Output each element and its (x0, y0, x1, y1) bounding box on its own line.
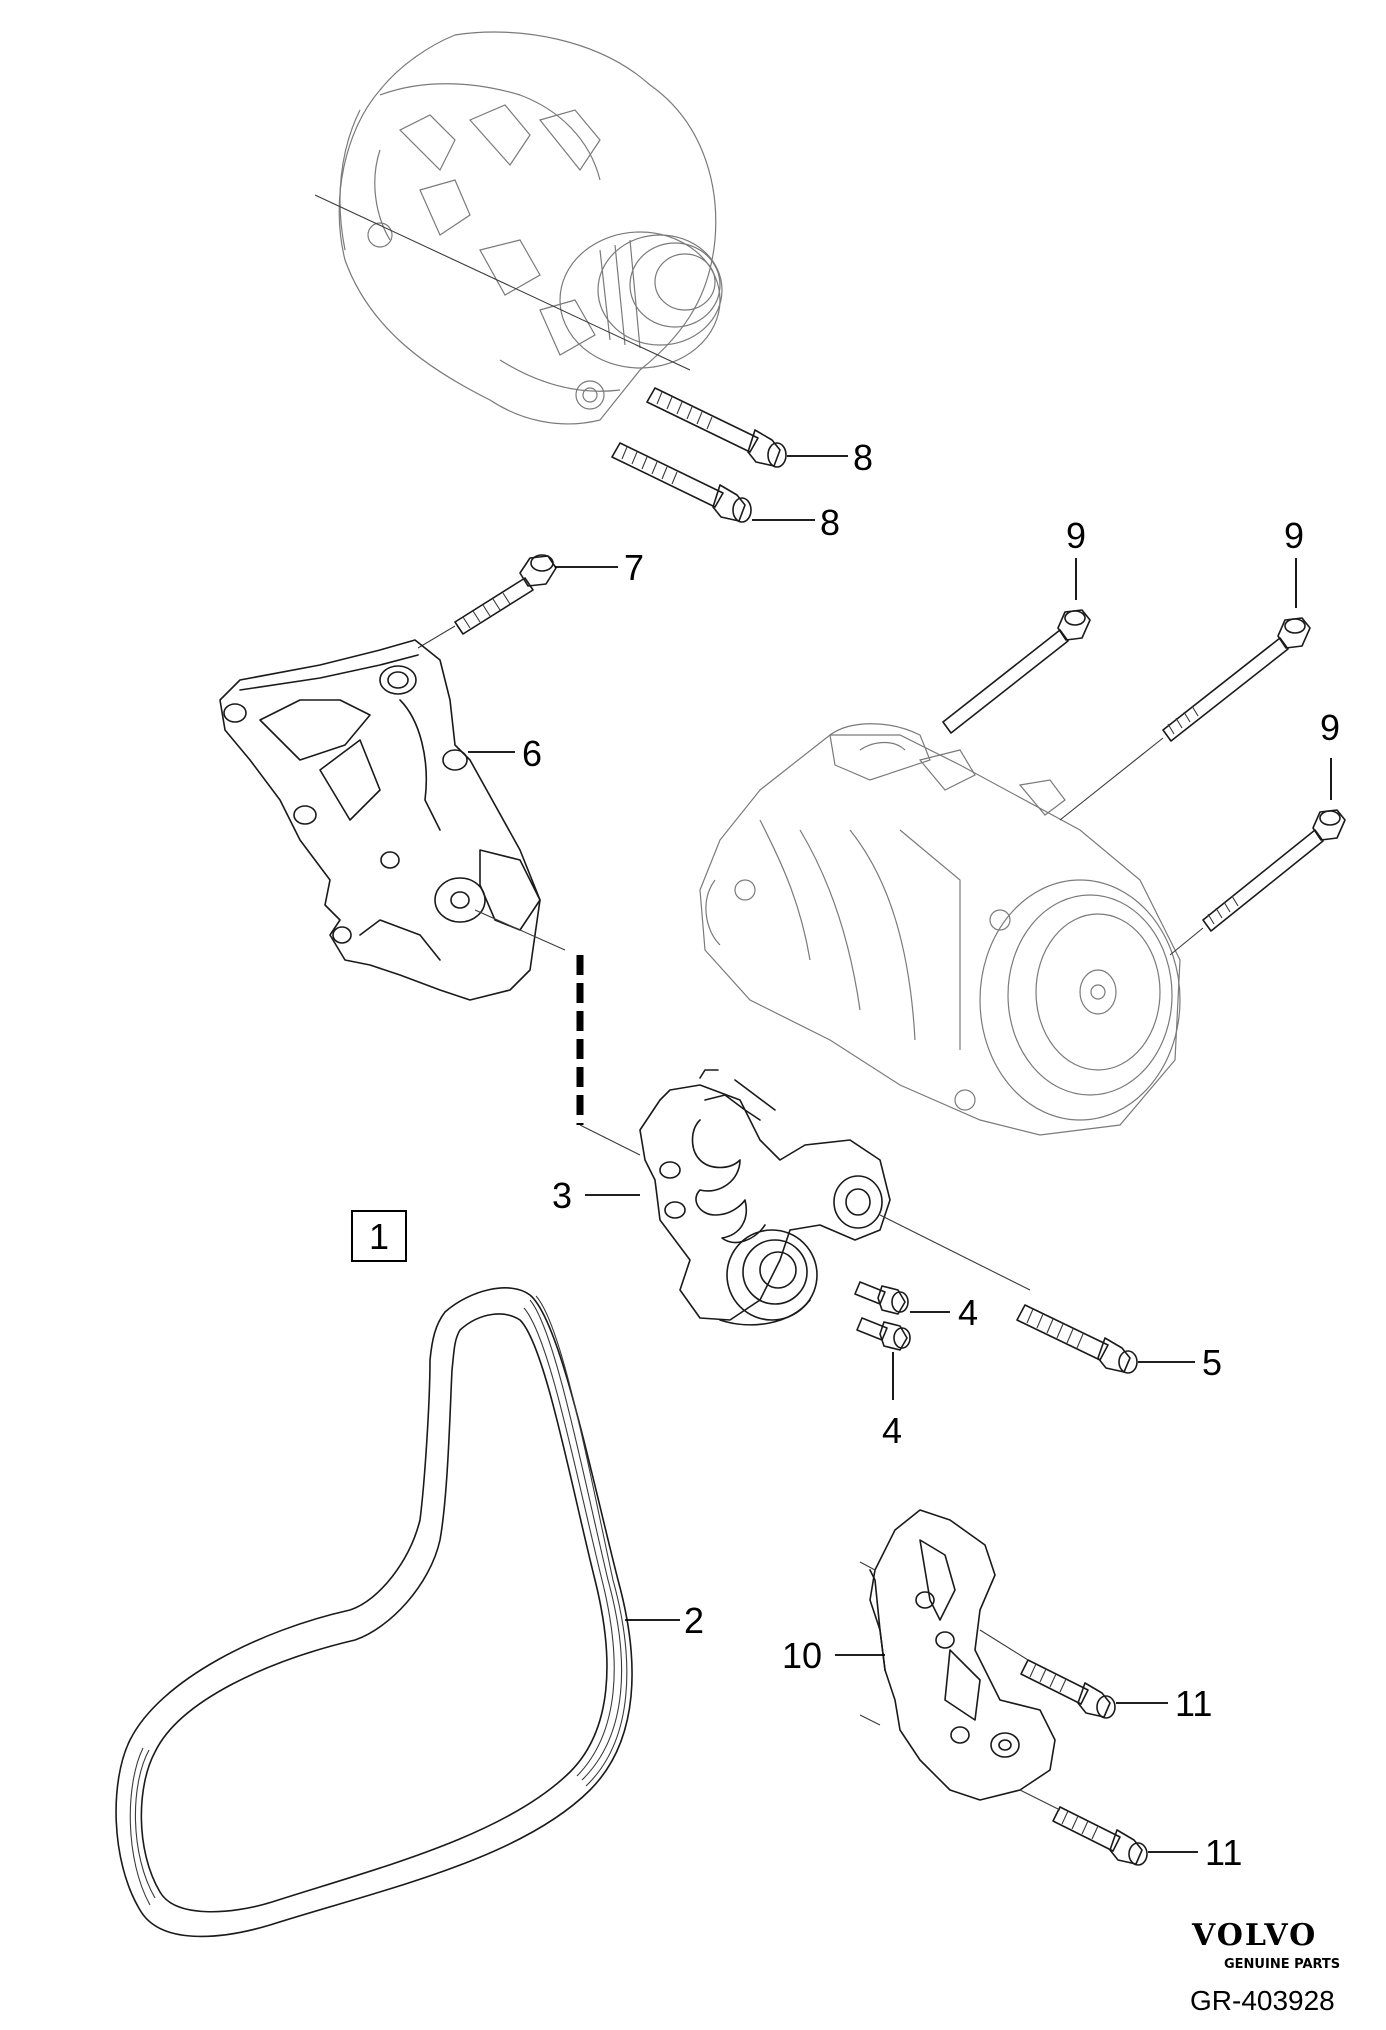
bracket-10 (835, 1509, 1056, 1801)
callout-1: 1 (369, 1216, 389, 1257)
callout-11-upper: 11 (1175, 1683, 1212, 1724)
callout-7: 7 (624, 547, 644, 588)
callout-9-lower: 9 (1320, 707, 1340, 748)
callout-2: 2 (684, 1600, 704, 1641)
callout-10: 10 (782, 1635, 822, 1676)
callout-8-lower: 8 (820, 502, 840, 543)
bolt-9-left (942, 558, 1091, 734)
volvo-logo: VOLVO (1191, 1918, 1317, 1953)
bolt-9-lower (1169, 758, 1346, 956)
bolt-5 (1016, 1304, 1195, 1374)
bracket-6 (219, 639, 566, 1001)
callout-8-upper: 8 (853, 437, 873, 478)
callout-4-upper: 4 (958, 1292, 978, 1333)
genuine-parts-label: GENUINE PARTS (1224, 1957, 1340, 1972)
bolt-11-upper (979, 1629, 1168, 1719)
callout-9-right: 9 (1284, 515, 1304, 556)
assembly-link-line (576, 955, 641, 1156)
belt-tensioner-3 (585, 1069, 1031, 1326)
callout-4-lower: 4 (882, 1410, 902, 1451)
bolt-8-upper (646, 387, 848, 468)
drawing-number: GR-403928 (1190, 1985, 1335, 2016)
bolt-4-upper (854, 1281, 950, 1315)
callout-11-lower: 11 (1205, 1832, 1242, 1873)
callout-5: 5 (1202, 1342, 1222, 1383)
drive-belt-2 (115, 1287, 680, 1938)
bolt-11-lower (1019, 1789, 1198, 1866)
bolt-4-lower (856, 1317, 911, 1400)
callout-3: 3 (552, 1175, 572, 1216)
kit-label-box (351, 1210, 407, 1262)
bolt-9-right (1059, 558, 1311, 821)
bolt-7 (417, 554, 618, 649)
bolt-8-lower (611, 442, 815, 523)
callout-9-left: 9 (1066, 515, 1086, 556)
ac-compressor (699, 723, 1181, 1136)
callout-6: 6 (522, 733, 542, 774)
alternator (314, 31, 723, 425)
